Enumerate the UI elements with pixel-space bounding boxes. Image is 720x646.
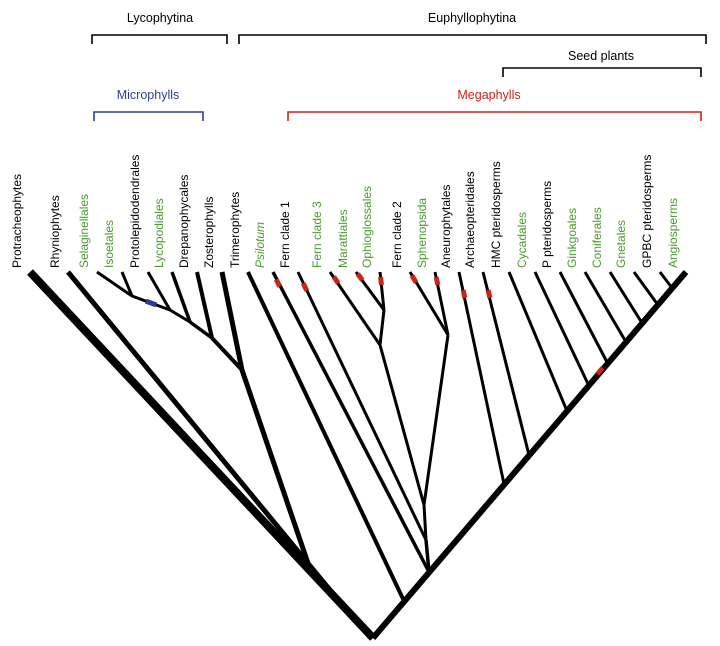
megaphyll-origin-tick: [300, 282, 310, 292]
taxon-label: P pteridosperms: [540, 180, 554, 268]
clade-bracket-lines: [91, 34, 707, 121]
branch-line: [27, 269, 376, 641]
taxon-label: Gnetales: [614, 219, 628, 268]
branch-line: [146, 271, 172, 311]
clade-bracket-label: Megaphylls: [457, 88, 521, 102]
branch-line: [457, 271, 506, 485]
branch-line: [169, 308, 191, 324]
taxon-label: Fern clade 2: [390, 201, 404, 268]
branch-line: [632, 271, 660, 306]
branch-line: [422, 504, 428, 541]
taxon-label: Angiosperms: [666, 197, 680, 268]
megaphyll-origin-tick: [595, 366, 605, 376]
megaphyll-origin-tick: [460, 289, 468, 299]
branch-line: [658, 271, 674, 289]
branch-line: [328, 271, 382, 346]
taxon-label: Psilotum: [253, 221, 267, 268]
branch-line: [120, 271, 134, 297]
branch-line: [378, 344, 426, 506]
taxon-label: Rhyniophytes: [48, 195, 62, 268]
taxon-label: Cycadales: [515, 211, 529, 268]
branch-line: [533, 271, 591, 387]
megaphyll-origin-tick: [355, 272, 365, 282]
megaphyll-origin-tick: [378, 276, 384, 286]
taxon-label: Selaginellales: [77, 193, 91, 268]
branch-line: [246, 271, 406, 602]
taxon-label: Protolepidodendrales: [128, 154, 142, 268]
taxon-label: Archaeopteridales: [463, 171, 477, 268]
megaphyll-origin-tick: [409, 274, 419, 284]
taxon-label: Drepanophycales: [177, 174, 191, 268]
branch-line: [66, 270, 341, 603]
microphyll-origin-tick: [144, 298, 158, 308]
branches: [27, 269, 689, 641]
branch-line: [170, 271, 192, 323]
taxon-label: Protracheophytes: [10, 173, 24, 268]
clade-bracket-label: Microphylls: [116, 88, 180, 102]
branch-line: [271, 271, 431, 573]
branch-line: [219, 271, 245, 371]
branch-line: [507, 271, 569, 412]
branch-line: [378, 309, 386, 346]
clade-bracket: [93, 111, 204, 121]
branch-line: [370, 270, 689, 640]
taxon-label: Ginkgoales: [565, 207, 579, 268]
branch-line: [96, 270, 133, 298]
branch-line: [408, 271, 450, 336]
megaphyll-origin-tick: [273, 278, 283, 288]
branch-line: [558, 271, 610, 365]
taxon-label: Marattiales: [336, 209, 350, 268]
taxon-label: Sphenopsida: [415, 197, 429, 268]
leaf-origin-ticks: [144, 272, 605, 376]
taxon-label: Trimerophytes: [228, 191, 242, 268]
branch-line: [422, 334, 450, 506]
megaphyll-origin-tick: [331, 275, 341, 285]
taxon-label: HMC pteridosperms: [489, 161, 503, 268]
taxon-label: GPBC pteridosperms: [640, 154, 654, 268]
branch-line: [195, 271, 214, 339]
branch-line: [608, 271, 644, 324]
clade-bracket-label: Seed plants: [567, 49, 635, 63]
taxon-label: Fern clade 1: [278, 201, 292, 268]
taxon-label: Zosterophylls: [202, 196, 216, 268]
branch-line: [424, 539, 431, 573]
branch-line: [210, 336, 244, 372]
clade-bracket: [502, 67, 702, 77]
taxon-label: Aneurophytales: [439, 184, 453, 268]
branch-line: [239, 369, 314, 573]
branch-line: [481, 271, 531, 456]
branch-line: [583, 271, 628, 343]
taxon-label: Isoetales: [102, 219, 116, 268]
clade-bracket: [287, 111, 702, 121]
taxon-label: Lycopodiales: [152, 198, 166, 268]
clade-bracket-label: Lycophytina: [126, 11, 194, 25]
branch-line: [296, 271, 428, 541]
megaphyll-origin-tick: [433, 276, 441, 286]
clade-bracket: [91, 34, 228, 44]
taxon-label: Fern clade 3: [310, 201, 324, 268]
clade-bracket-label: Euphyllophytina: [427, 11, 517, 25]
clade-bracket: [238, 34, 707, 44]
branch-line: [188, 320, 214, 340]
taxon-label: Ophioglossales: [360, 185, 374, 268]
megaphyll-origin-tick: [485, 289, 493, 299]
taxon-label: Coniferales: [590, 207, 604, 268]
